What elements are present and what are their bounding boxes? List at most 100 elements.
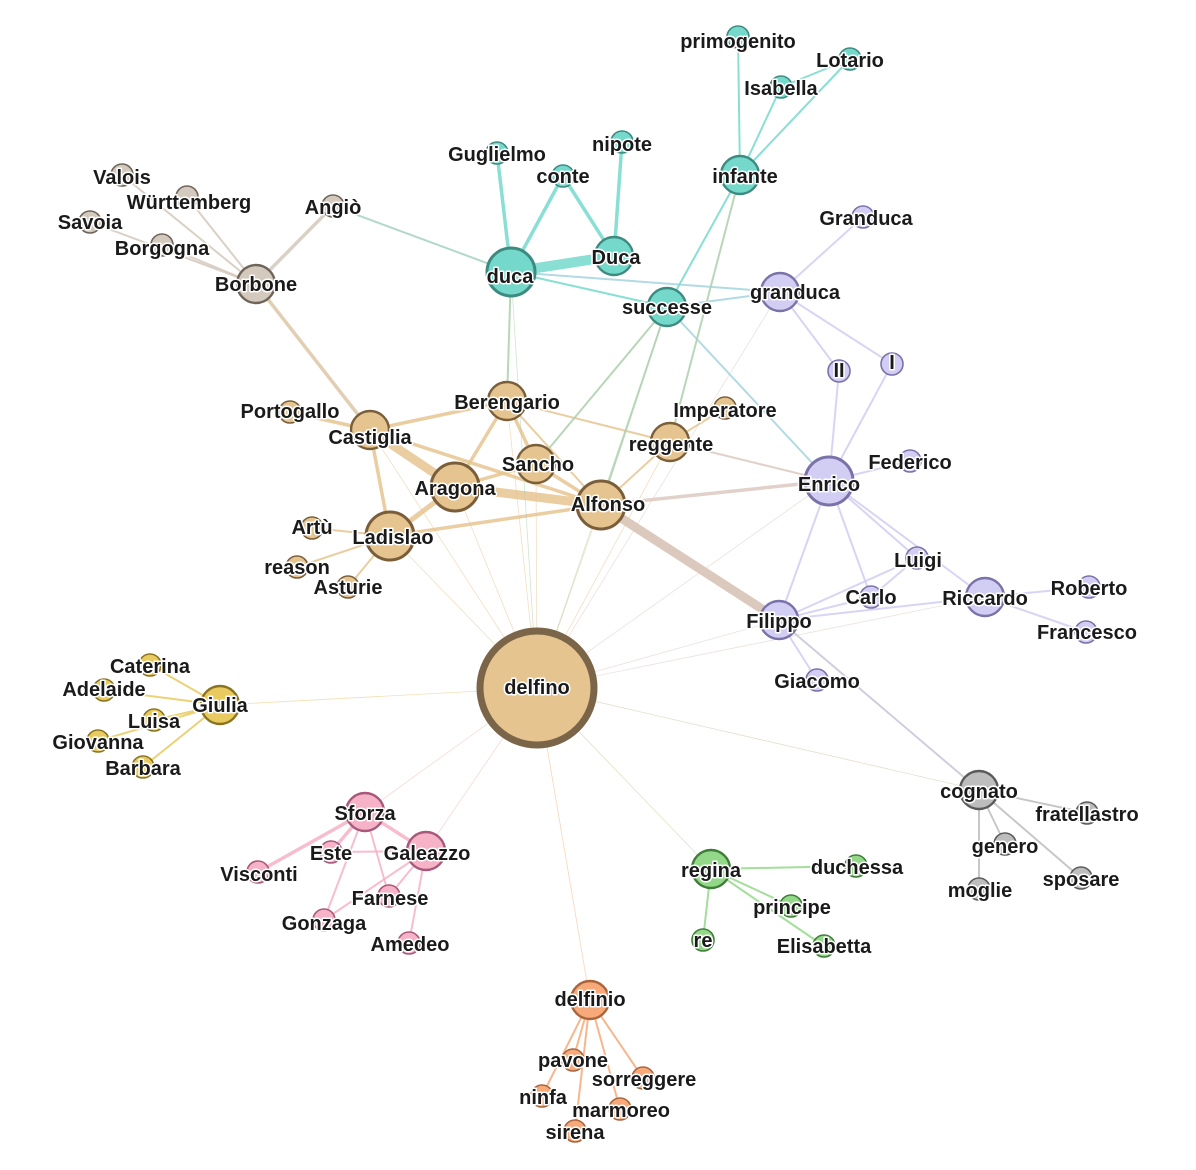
- node-reggente[interactable]: [649, 421, 691, 463]
- node-Galeazzo[interactable]: [405, 830, 447, 872]
- node-infante[interactable]: [719, 154, 761, 196]
- node-Amedeo[interactable]: [397, 931, 421, 955]
- node-label-Farnese: Farnese: [352, 888, 429, 910]
- node-label-regina: regina: [681, 860, 742, 882]
- node-label-granduca: granduca: [750, 282, 841, 304]
- edge-regina-Elisabetta: [710, 868, 825, 947]
- node-Borgogna[interactable]: [150, 233, 174, 257]
- node-pavone[interactable]: [561, 1048, 585, 1072]
- edge-Castiglia-Alfonso: [368, 428, 603, 507]
- edge-Berengario-Castiglia: [368, 399, 509, 432]
- node-Guglielmo[interactable]: [485, 141, 509, 165]
- edge-Sforza-Visconti: [256, 810, 367, 874]
- node-label-Caterina: Caterina: [110, 656, 191, 678]
- node-Angio[interactable]: [321, 194, 345, 218]
- node-genero[interactable]: [993, 832, 1017, 856]
- node-marmoreo[interactable]: [608, 1097, 632, 1121]
- node-sirena[interactable]: [563, 1119, 587, 1143]
- node-reason[interactable]: [285, 555, 309, 579]
- node-Giacomo[interactable]: [805, 668, 829, 692]
- node-Giulia[interactable]: [199, 684, 241, 726]
- node-granduca[interactable]: [759, 271, 801, 313]
- node-label-Alfonso: Alfonso: [571, 494, 645, 516]
- node-Berengario[interactable]: [486, 380, 528, 422]
- edge-Berengario-reggente: [506, 400, 671, 443]
- node-Francesco[interactable]: [1074, 620, 1098, 644]
- node-label-duca: duca: [487, 266, 535, 288]
- node-Caterina[interactable]: [138, 653, 162, 677]
- node-regina[interactable]: [690, 848, 732, 890]
- node-nipote[interactable]: [610, 130, 634, 154]
- node-label-Este: Este: [310, 843, 352, 865]
- node-label-Gonzaga: Gonzaga: [282, 913, 367, 935]
- node-moglie[interactable]: [967, 877, 991, 901]
- node-Ladislao[interactable]: [364, 510, 416, 562]
- node-Imperatore[interactable]: [713, 396, 737, 420]
- node-Asturie[interactable]: [336, 575, 360, 599]
- node-label-Guglielmo: Guglielmo: [448, 144, 546, 166]
- node-principe[interactable]: [779, 894, 803, 918]
- node-Aragona[interactable]: [429, 461, 481, 513]
- node-Alfonso[interactable]: [575, 479, 627, 531]
- node-Castiglia[interactable]: [349, 409, 391, 451]
- node-label-primogenito: primogenito: [680, 31, 796, 53]
- node-Portogallo[interactable]: [278, 400, 302, 424]
- node-primogenito[interactable]: [726, 25, 750, 49]
- node-Duca[interactable]: [593, 235, 635, 277]
- edge-granduca-I: [779, 291, 893, 365]
- node-label-principe: principe: [753, 897, 831, 919]
- node-label-Duca: Duca: [592, 247, 642, 269]
- node-Isabella[interactable]: [769, 75, 793, 99]
- node-I[interactable]: [880, 352, 904, 376]
- node-label-sposare: sposare: [1043, 869, 1120, 891]
- node-cognato[interactable]: [958, 769, 1000, 811]
- node-sposare[interactable]: [1069, 866, 1093, 890]
- node-sorreggere[interactable]: [631, 1066, 655, 1090]
- node-Barbara[interactable]: [131, 755, 155, 779]
- node-label-Borbone: Borbone: [215, 274, 297, 296]
- node-ninfa[interactable]: [530, 1084, 554, 1108]
- node-Valois[interactable]: [110, 163, 134, 187]
- node-successe[interactable]: [646, 286, 688, 328]
- node-Giovanna[interactable]: [86, 729, 110, 753]
- node-Borbone[interactable]: [235, 263, 277, 305]
- node-Adelaide[interactable]: [92, 678, 116, 702]
- node-label-sirena: sirena: [546, 1122, 606, 1144]
- node-Enrico[interactable]: [803, 455, 855, 507]
- node-Filippo[interactable]: [758, 599, 800, 641]
- node-Farnese[interactable]: [377, 884, 401, 908]
- node-Luisa[interactable]: [142, 708, 166, 732]
- node-Riccardo[interactable]: [964, 576, 1006, 618]
- node-II[interactable]: [827, 359, 851, 383]
- node-Este[interactable]: [319, 840, 343, 864]
- node-Granduca[interactable]: [851, 205, 875, 229]
- node-Sforza[interactable]: [344, 791, 386, 833]
- node-Gonzaga[interactable]: [312, 908, 336, 932]
- node-label-Artu: Artù: [291, 517, 332, 539]
- node-duchessa[interactable]: [844, 854, 868, 878]
- node-Lotario[interactable]: [838, 47, 862, 71]
- node-Elisabetta[interactable]: [812, 934, 836, 958]
- node-Artu[interactable]: [300, 516, 324, 540]
- node-label-Giulia: Giulia: [192, 695, 248, 717]
- node-conte[interactable]: [551, 164, 575, 188]
- node-label-Elisabetta: Elisabetta: [777, 936, 872, 958]
- node-duca[interactable]: [485, 246, 537, 298]
- edge-Ladislao-Alfonso: [388, 503, 603, 538]
- node-delfino[interactable]: [476, 627, 598, 749]
- node-Luigi[interactable]: [905, 546, 929, 570]
- node-Savoia[interactable]: [78, 210, 102, 234]
- node-fratellastro[interactable]: [1075, 801, 1099, 825]
- node-re[interactable]: [691, 928, 715, 952]
- node-Sancho[interactable]: [515, 443, 557, 485]
- node-label-reason: reason: [264, 557, 330, 579]
- node-Federico[interactable]: [898, 449, 922, 473]
- node-Wurttemberg[interactable]: [175, 185, 199, 209]
- node-Visconti[interactable]: [246, 860, 270, 884]
- node-Carlo[interactable]: [859, 585, 883, 609]
- node-label-marmoreo: marmoreo: [572, 1100, 670, 1122]
- node-label-Berengario: Berengario: [454, 392, 560, 414]
- node-Roberto[interactable]: [1077, 575, 1101, 599]
- node-delfinio[interactable]: [569, 979, 611, 1021]
